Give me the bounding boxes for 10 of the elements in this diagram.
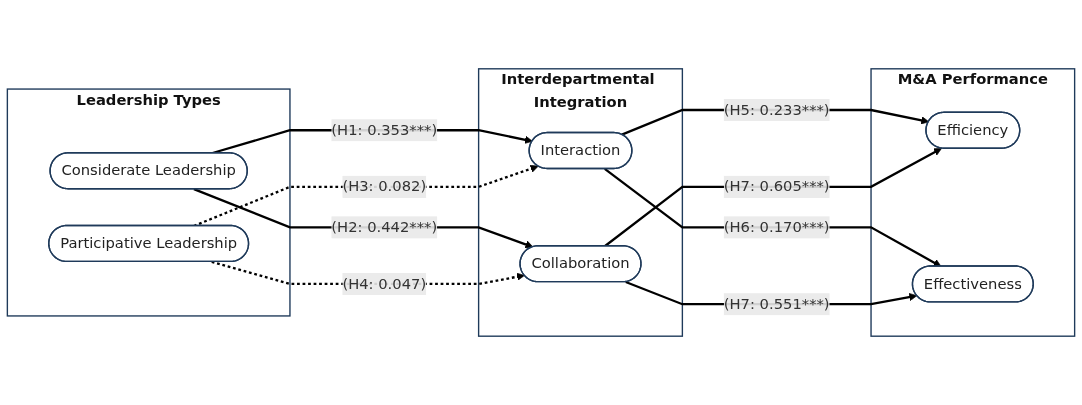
edge-label: (H6: 0.170***) <box>723 218 830 236</box>
edge-label: (H2: 0.442***) <box>331 218 438 236</box>
edge-label: (H3: 0.082) <box>342 177 427 196</box>
edge-label: (H7: 0.551***) <box>723 295 830 313</box>
edge-label: (H5: 0.233***) <box>723 100 830 119</box>
arrow <box>193 188 534 249</box>
edge-label: (H4: 0.047) <box>342 274 427 293</box>
edge-label: (H1: 0.353***) <box>331 121 438 139</box>
arrow <box>604 168 942 267</box>
edge-label: (H7: 0.605***) <box>723 177 830 196</box>
